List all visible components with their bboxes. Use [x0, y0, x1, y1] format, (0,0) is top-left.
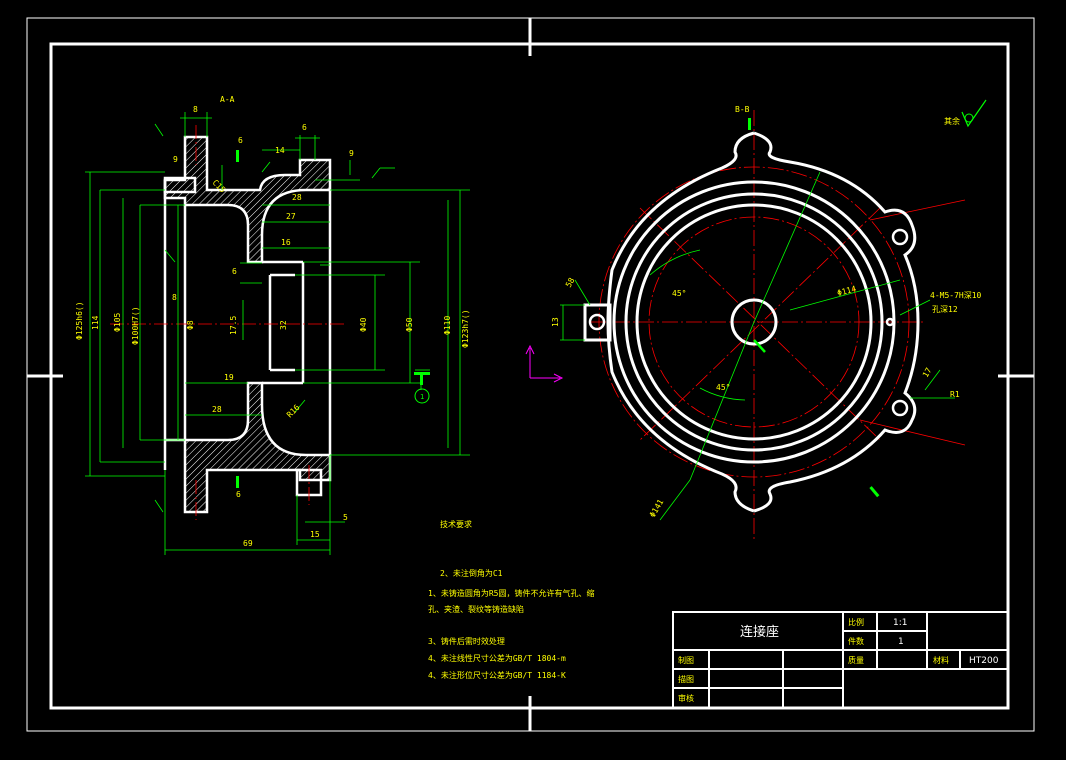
- roughness-symbol: [961, 99, 987, 128]
- notes-heading: 技术要求: [440, 519, 472, 529]
- dim-13: 13: [551, 317, 560, 327]
- sheet-frame: [26, 17, 1035, 732]
- view-b-centerlines: [590, 110, 966, 540]
- section-view-a-a: A-A: [75, 95, 470, 555]
- material-label: 材料: [933, 655, 949, 665]
- section-hatch-lower: [165, 381, 332, 514]
- note-line-6: 4、未注形位尺寸公差为GB/T 1184-K: [428, 670, 566, 680]
- dim-phi110: Φ110: [443, 316, 452, 335]
- dim-45-a: 45°: [672, 289, 686, 298]
- design-label: 描图: [678, 674, 694, 684]
- material-value: HT200: [969, 656, 999, 666]
- part-name: 连接座: [740, 624, 779, 640]
- balloon-1: [414, 388, 430, 404]
- qty-value: 1: [898, 637, 904, 647]
- dim-hole-depth: 孔深12: [932, 305, 958, 314]
- view-b-marker: [748, 118, 751, 130]
- dim-6-d: 6: [236, 490, 241, 499]
- dim-19: 19: [224, 373, 234, 382]
- dim-45-b: 45°: [716, 383, 730, 392]
- dim-r16: R16: [285, 403, 302, 420]
- balloon-1-label: 1: [420, 393, 424, 401]
- note-line-5: 4、未注线性尺寸公差为GB/T 1804-m: [428, 653, 566, 663]
- ucs-icon: [525, 344, 564, 383]
- note-line-4: 3、铸件后需时效处理: [428, 636, 505, 646]
- section-dimension-lines: [85, 112, 470, 555]
- dim-16: 16: [281, 238, 291, 247]
- dim-phi105: Φ105: [113, 313, 122, 332]
- dim-phi40: Φ40: [359, 317, 368, 332]
- section-centerlines: [110, 125, 345, 520]
- dim-5: 5: [343, 513, 348, 522]
- dim-114: 114: [91, 315, 100, 330]
- note-line-2: 1、未铸造圆角为R5圆，铸件不允许有气孔、缩: [428, 588, 594, 598]
- dim-17: 17: [921, 366, 934, 379]
- section-datum-marks: [236, 150, 430, 488]
- dim-r1: R1: [950, 390, 960, 399]
- section-label-b-b: B-B: [735, 105, 750, 114]
- roughness-note: 其余: [944, 116, 960, 126]
- dim-9-a: 9: [173, 155, 178, 164]
- qty-label: 件数: [848, 636, 864, 646]
- dim-9-b: 9: [349, 149, 354, 158]
- view-b-outline: [583, 131, 920, 513]
- dim-phi8: Φ8: [186, 320, 195, 330]
- dim-phi100: Φ100H7(): [131, 306, 140, 345]
- dim-69: 69: [243, 539, 253, 548]
- dim-holes: 4-M5-7H深10: [930, 291, 982, 300]
- view-b-marker-2: [869, 486, 880, 498]
- dim-6-a: 6: [238, 136, 243, 145]
- dim-6-b: 6: [302, 123, 307, 132]
- dim-32: 32: [279, 320, 288, 330]
- view-b-dimension-lines: [560, 171, 955, 521]
- dim-15: 15: [310, 530, 320, 539]
- dim-phi125: Φ125h6(): [75, 301, 84, 340]
- section-label-a-a: A-A: [220, 95, 235, 104]
- weight-label: 质量: [848, 655, 864, 665]
- dim-58: 58: [564, 276, 577, 289]
- scale-label: 比例: [848, 617, 864, 627]
- dim-phi123: Φ123h7(): [461, 309, 470, 348]
- technical-notes: 技术要求 2、未注倒角为C1 1、未铸造圆角为R5圆，铸件不允许有气孔、缩 孔、…: [428, 519, 594, 680]
- dim-6-c: 6: [232, 267, 237, 276]
- title-block: 连接座 比例 1:1 件数 1 质量 材料 HT200 制图 描图 审核: [672, 611, 1009, 709]
- section-dimension-texts: 8 6 9 14 6 9 28 27 16 6 17.5 32 19 28 R1…: [75, 105, 470, 548]
- note-line-3: 孔、夹渣、裂纹等铸造缺陷: [428, 604, 524, 614]
- dim-27: 27: [286, 212, 296, 221]
- drawn-label: 制图: [678, 655, 694, 665]
- title-block-grid: [672, 611, 1009, 709]
- dim-8-side: 8: [172, 293, 177, 302]
- note-line-1: 2、未注倒角为C1: [440, 568, 503, 578]
- dim-phi114: Φ114: [836, 284, 857, 298]
- scale-value: 1:1: [893, 618, 907, 628]
- section-hatch-upper: [163, 135, 332, 264]
- dim-8-top: 8: [193, 105, 198, 114]
- view-b-bolt-holes: [588, 228, 909, 417]
- check-label: 审核: [678, 693, 694, 703]
- dim-phi50: Φ50: [405, 317, 414, 332]
- roughness-symbol-circle: [964, 113, 974, 123]
- dim-28-bottom: 28: [212, 405, 222, 414]
- dim-14: 14: [275, 146, 285, 155]
- view-b-b: B-B: [551, 99, 987, 540]
- dim-28-top: 28: [292, 193, 302, 202]
- dim-17-5: 17.5: [229, 316, 238, 335]
